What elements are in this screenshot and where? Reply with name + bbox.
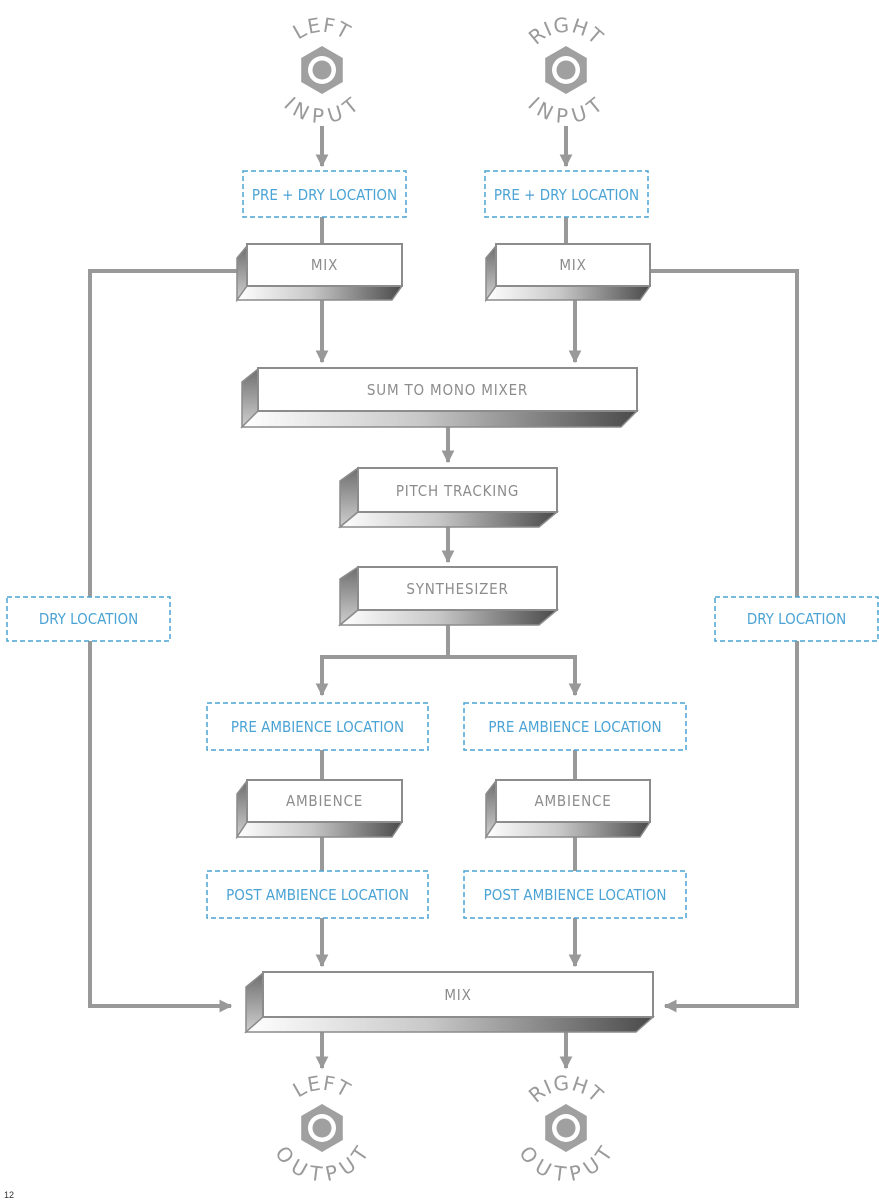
location-boxes: PRE + DRY LOCATION PRE + DRY LOCATION DR…: [6, 170, 879, 919]
pitch-tracking-block: PITCH TRACKING: [337, 466, 560, 529]
line-synth-split-right: [448, 655, 582, 697]
dry-location-left: DRY LOCATION: [6, 596, 171, 642]
socket-hole-icon: [556, 1118, 576, 1138]
jack-bottom-label: INPUT: [523, 92, 607, 128]
synthesizer-block: SYNTHESIZER: [337, 565, 560, 627]
mix-right-label: MIX: [559, 256, 586, 274]
ambience-right-label: AMBIENCE: [534, 792, 611, 810]
ambience-left-label: AMBIENCE: [286, 792, 363, 810]
pre-dry-location-right-label: PRE + DRY LOCATION: [494, 186, 639, 204]
mix-output-block: MIX: [244, 971, 655, 1034]
synthesizer-label: SYNTHESIZER: [406, 580, 508, 598]
sum-to-mono-mixer-block: SUM TO MONO MIXER: [240, 367, 639, 429]
mix-left-label: MIX: [311, 256, 338, 274]
ambience-left-block: AMBIENCE: [235, 778, 404, 840]
pre-dry-location-right: PRE + DRY LOCATION: [484, 170, 649, 218]
socket-hole-icon: [556, 60, 576, 80]
socket-hole-icon: [312, 1118, 332, 1138]
dry-location-right-label: DRY LOCATION: [747, 610, 846, 628]
pre-dry-location-left-label: PRE + DRY LOCATION: [252, 186, 397, 204]
right-output-jack: RIGHT OUTPUT: [514, 1070, 617, 1186]
post-ambience-location-right-label: POST AMBIENCE LOCATION: [484, 886, 667, 904]
line-synth-split-left: [315, 618, 450, 697]
pre-ambience-location-right: PRE AMBIENCE LOCATION: [463, 702, 687, 751]
dry-location-right: DRY LOCATION: [714, 596, 879, 642]
pre-ambience-location-right-label: PRE AMBIENCE LOCATION: [488, 718, 661, 736]
mix-output-label: MIX: [444, 986, 471, 1004]
dry-location-left-label: DRY LOCATION: [39, 610, 138, 628]
sum-to-mono-mixer-label: SUM TO MONO MIXER: [367, 381, 528, 399]
jack-top-label: LEFT: [289, 1071, 355, 1103]
post-ambience-location-left: POST AMBIENCE LOCATION: [206, 870, 429, 919]
jack-bottom-label: INPUT: [279, 92, 363, 128]
right-input-jack: RIGHT INPUT: [523, 12, 609, 128]
socket-hole-icon: [312, 60, 332, 80]
left-input-jack: LEFT INPUT: [279, 13, 363, 129]
left-output-jack: LEFT OUTPUT: [270, 1071, 373, 1187]
post-ambience-location-right: POST AMBIENCE LOCATION: [463, 870, 687, 919]
jack-top-label: RIGHT: [524, 12, 609, 49]
pre-ambience-location-left: PRE AMBIENCE LOCATION: [206, 702, 429, 751]
pre-ambience-location-left-label: PRE AMBIENCE LOCATION: [231, 718, 404, 736]
page-number: 12: [4, 1190, 14, 1200]
mix-left-block: MIX: [235, 243, 404, 303]
jack-top-label: RIGHT: [524, 1070, 609, 1107]
ambience-right-block: AMBIENCE: [484, 778, 652, 840]
pitch-tracking-label: PITCH TRACKING: [396, 482, 519, 500]
mix-right-block: MIX: [484, 243, 652, 303]
post-ambience-location-left-label: POST AMBIENCE LOCATION: [226, 886, 409, 904]
jack-top-label: LEFT: [289, 13, 355, 45]
pre-dry-location-left: PRE + DRY LOCATION: [242, 170, 407, 218]
